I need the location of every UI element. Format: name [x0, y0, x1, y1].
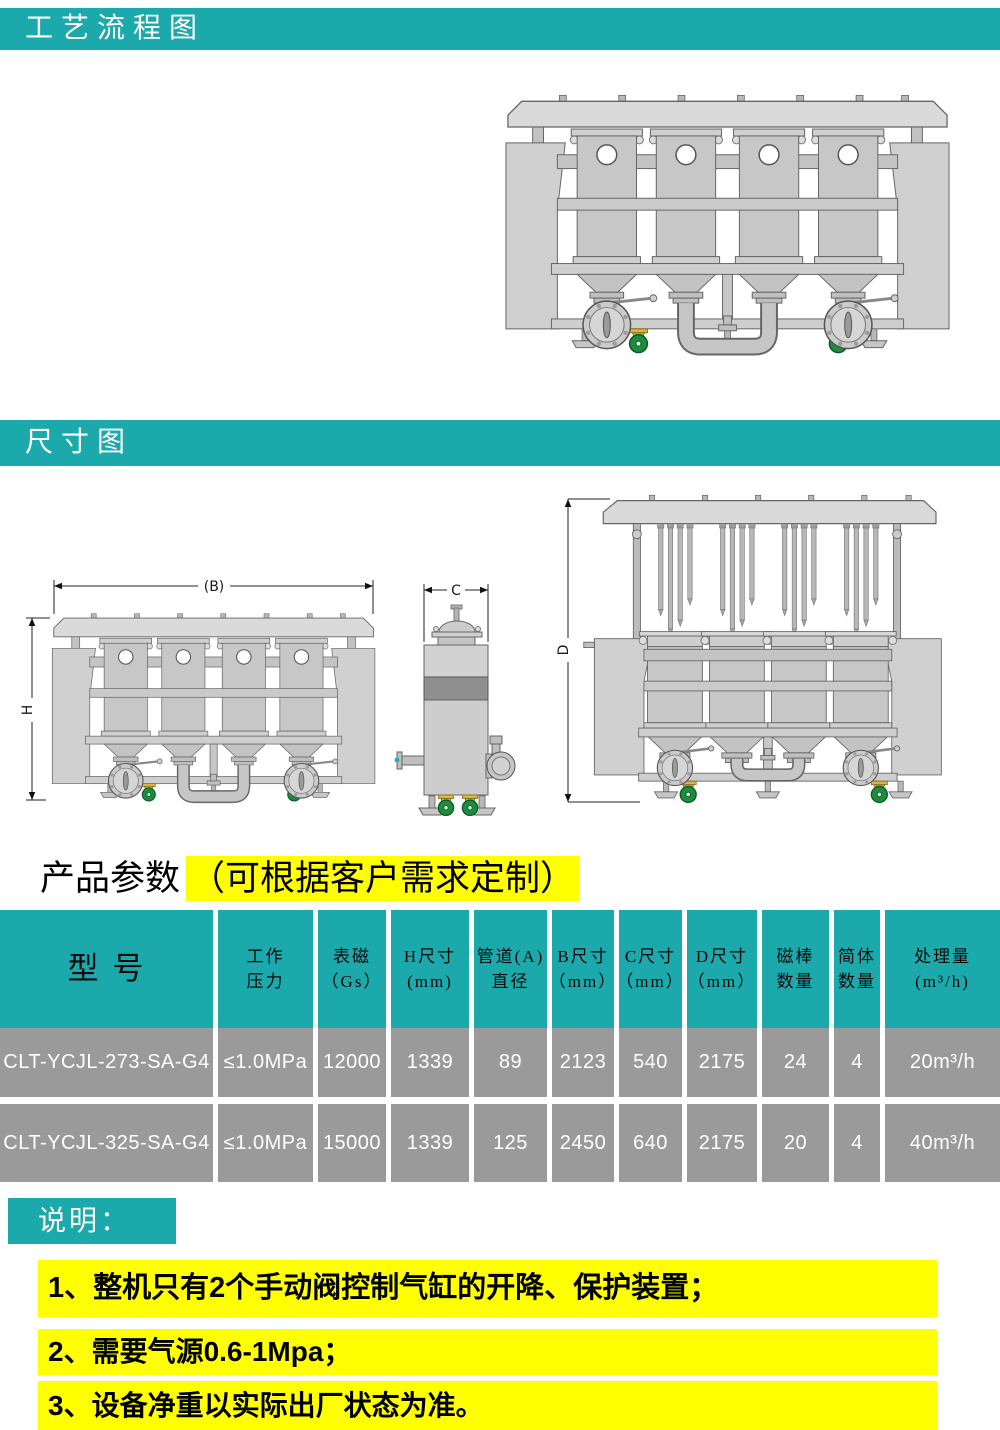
params-line: 产品参数（可根据客户需求定制）: [40, 850, 580, 901]
col-header-pipe: 管道(A) 直径: [474, 910, 547, 1028]
cell-gauss: 15000: [318, 1104, 386, 1182]
cell-cylinders: 4: [834, 1028, 880, 1097]
cell-c: 540: [619, 1028, 682, 1097]
cell-pipe: 89: [474, 1028, 547, 1097]
section-header-dimensions: 尺寸图: [0, 420, 1000, 466]
col-header-c: C尺寸 （mm）: [616, 910, 683, 1028]
process-flow-drawing: [500, 86, 955, 358]
cell-model: CLT-YCJL-325-SA-G4: [0, 1104, 213, 1182]
params-title: 产品参数: [40, 859, 181, 898]
cell-h: 1339: [391, 1104, 469, 1182]
dim-label-b: (B): [204, 579, 225, 595]
col-header-pressure: 工作 压力: [218, 910, 313, 1028]
cell-b: 2123: [552, 1028, 614, 1097]
cell-pressure: ≤1.0MPa: [218, 1028, 313, 1097]
cell-d: 2175: [687, 1104, 757, 1182]
col-header-gauss: 表磁 （Gs）: [318, 910, 386, 1028]
note-item: 3、设备净重以实际出厂状态为准。: [38, 1381, 937, 1430]
dimension-raised-view: D: [556, 486, 972, 830]
notes-header: 说明：: [8, 1198, 176, 1244]
cell-gauss: 12000: [318, 1028, 386, 1097]
col-header-model: 型号: [0, 910, 213, 1028]
params-custom-note: （可根据客户需求定制）: [186, 856, 580, 901]
table-header-row: 型号 工作 压力 表磁 （Gs） H尺寸 (mm) 管道(A) 直径 B尺寸 （…: [0, 910, 1000, 1028]
cell-pipe: 125: [474, 1104, 547, 1182]
cell-rods: 20: [762, 1104, 829, 1182]
dim-label-d: D: [556, 645, 572, 656]
col-header-h: H尺寸 (mm): [391, 910, 469, 1028]
cell-c: 640: [619, 1104, 682, 1182]
col-header-capacity: 处理量 (m³/h): [885, 910, 1000, 1028]
cell-capacity: 40m³/h: [885, 1104, 1000, 1182]
cell-cylinders: 4: [834, 1104, 880, 1182]
cell-rods: 24: [762, 1028, 829, 1097]
cell-b: 2450: [552, 1104, 614, 1182]
cell-h: 1339: [391, 1028, 469, 1097]
col-header-b: B尺寸 （mm）: [549, 910, 615, 1028]
col-header-cylinders: 简体 数量: [834, 910, 880, 1028]
dimension-side-view: C: [392, 582, 530, 818]
note-item: 2、需要气源0.6-1Mpa；: [38, 1329, 937, 1375]
section-title: 尺寸图: [25, 427, 134, 458]
cell-capacity: 20m³/h: [885, 1028, 1000, 1097]
cell-pressure: ≤1.0MPa: [218, 1104, 313, 1182]
col-header-d: D尺寸 （mm）: [687, 910, 757, 1028]
dim-label-c: C: [451, 583, 461, 599]
col-header-rods: 磁棒 数量: [762, 910, 829, 1028]
section-title: 工艺流程图: [25, 13, 206, 44]
note-item: 1、整机只有2个手动阀控制气缸的开降、保护装置；: [38, 1260, 937, 1317]
cell-d: 2175: [687, 1028, 757, 1097]
dimension-front-view: (B) H: [20, 578, 384, 818]
dim-label-h: H: [20, 705, 36, 716]
cell-model: CLT-YCJL-273-SA-G4: [0, 1028, 213, 1097]
table-row: CLT-YCJL-325-SA-G4 ≤1.0MPa 15000 1339 12…: [0, 1104, 1000, 1182]
section-header-process: 工艺流程图: [0, 8, 1000, 50]
table-row: CLT-YCJL-273-SA-G4 ≤1.0MPa 12000 1339 89…: [0, 1028, 1000, 1097]
spec-table: 型号 工作 压力 表磁 （Gs） H尺寸 (mm) 管道(A) 直径 B尺寸 （…: [0, 910, 1000, 1182]
